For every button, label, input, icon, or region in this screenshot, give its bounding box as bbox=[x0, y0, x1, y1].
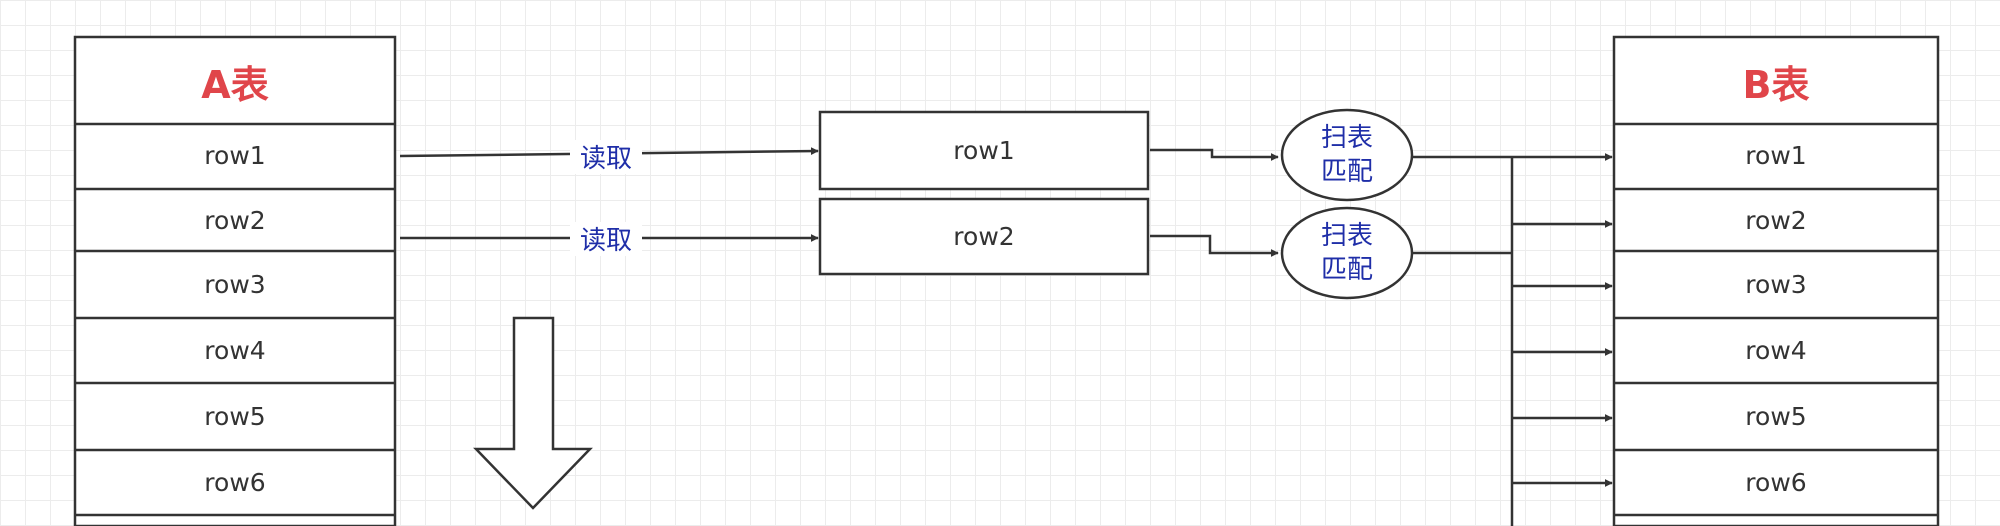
table-b-row-label: row3 bbox=[1745, 270, 1806, 299]
read-edge-label: 读取 bbox=[580, 226, 632, 256]
match-connector bbox=[1150, 234, 1279, 257]
table-b-row-label: row4 bbox=[1745, 336, 1806, 365]
table-a-frame bbox=[73, 35, 397, 526]
table-b-row-label: row5 bbox=[1745, 402, 1806, 431]
match-node-line1: 扫表 bbox=[1321, 221, 1373, 251]
match-connectors bbox=[1150, 148, 1279, 257]
buffer-rows: row1 row2 bbox=[818, 110, 1150, 276]
match-node bbox=[1280, 108, 1414, 202]
edge-label-bg bbox=[570, 140, 642, 174]
match-connector bbox=[1150, 148, 1279, 161]
table-b-title: B表 bbox=[1743, 63, 1810, 107]
table-b-row-label: row1 bbox=[1745, 141, 1806, 170]
table-b-row-label: row2 bbox=[1745, 206, 1806, 235]
table-a-row-label: row6 bbox=[204, 468, 265, 497]
table-b-frame bbox=[1612, 35, 1940, 526]
buffer-row bbox=[818, 110, 1150, 191]
read-edge-label: 读取 bbox=[580, 144, 632, 174]
match-node-line2: 匹配 bbox=[1321, 157, 1373, 187]
down-arrow-icon bbox=[473, 316, 593, 510]
match-node-line1: 扫表 bbox=[1321, 123, 1373, 153]
table-a-row-label: row1 bbox=[204, 141, 265, 170]
read-edges: 读取 读取 bbox=[399, 140, 819, 256]
edge-label-bg bbox=[570, 222, 642, 256]
match-node-line2: 匹配 bbox=[1321, 255, 1373, 285]
table-a-row-label: row5 bbox=[204, 402, 265, 431]
table-b: B表 row1 row2 row3 row4 row5 row6 bbox=[1612, 35, 1940, 526]
table-a-row-label: row3 bbox=[204, 270, 265, 299]
scan-bus bbox=[1413, 153, 1613, 526]
table-a-title: A表 bbox=[201, 63, 268, 107]
buffer-row-label: row1 bbox=[953, 136, 1014, 165]
match-nodes: 扫表 匹配 扫表 匹配 bbox=[1280, 108, 1414, 300]
table-b-row-label: row6 bbox=[1745, 468, 1806, 497]
match-node bbox=[1280, 206, 1414, 300]
buffer-row-label: row2 bbox=[953, 222, 1014, 251]
table-a-row-label: row4 bbox=[204, 336, 265, 365]
table-a-row-label: row2 bbox=[204, 206, 265, 235]
buffer-row bbox=[818, 197, 1150, 276]
table-a: A表 row1 row2 row3 row4 row5 row6 bbox=[73, 35, 397, 526]
